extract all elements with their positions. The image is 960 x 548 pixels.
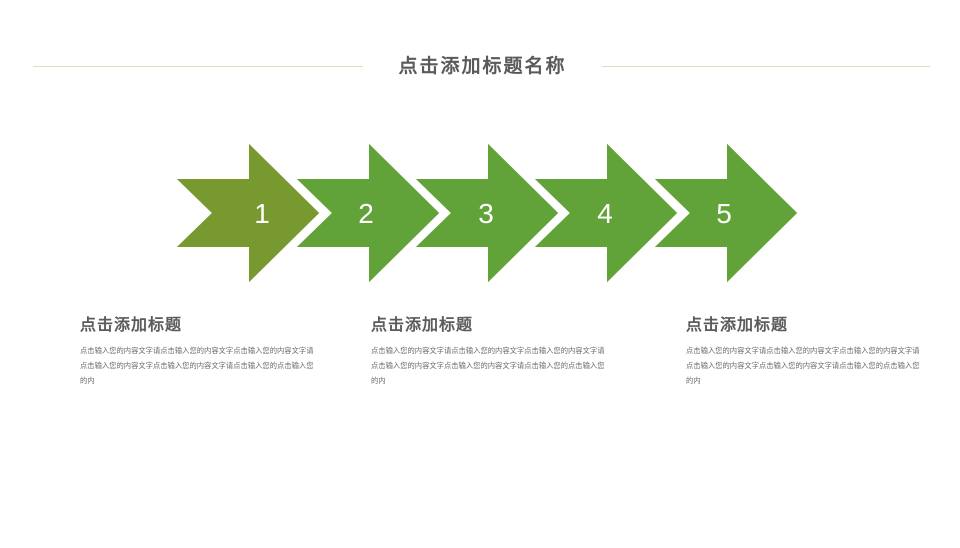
block-heading-2: 点击添加标题 <box>371 315 474 334</box>
block-body-2: 点击输入您的内容文字请点击输入您的内容文字点击输入您的内容文字请点击输入您的内容… <box>371 346 605 385</box>
arrow-shape-2 <box>287 134 445 292</box>
arrow-number-3: 3 <box>478 198 494 229</box>
arrow-step-4: 4 <box>525 134 683 292</box>
arrow-step-5: 5 <box>645 134 803 292</box>
title-divider-right <box>602 66 930 67</box>
block-heading-1: 点击添加标题 <box>80 315 183 334</box>
arrow-number-1: 1 <box>254 198 270 229</box>
block-body-3: 点击输入您的内容文字请点击输入您的内容文字点击输入您的内容文字请点击输入您的内容… <box>686 346 920 385</box>
block-heading-3: 点击添加标题 <box>686 315 789 334</box>
block-body-1: 点击输入您的内容文字请点击输入您的内容文字点击输入您的内容文字请点击输入您的内容… <box>80 346 314 385</box>
title-divider-left <box>33 66 363 67</box>
arrow-number-2: 2 <box>358 198 374 229</box>
page-title: 点击添加标题名称 <box>398 55 567 77</box>
arrow-shape-1 <box>167 134 325 292</box>
arrow-number-4: 4 <box>597 198 613 229</box>
text-block-2: 点击添加标题 点击输入您的内容文字请点击输入您的内容文字点击输入您的内容文字请点… <box>371 313 611 388</box>
arrow-step-3: 3 <box>406 134 564 292</box>
text-block-1: 点击添加标题 点击输入您的内容文字请点击输入您的内容文字点击输入您的内容文字请点… <box>80 313 320 388</box>
arrow-step-2: 2 <box>287 134 445 292</box>
arrow-shape-4 <box>525 134 683 292</box>
arrow-number-5: 5 <box>716 198 732 229</box>
arrow-step-1: 1 <box>167 134 325 292</box>
arrow-shape-3 <box>406 134 564 292</box>
text-block-3: 点击添加标题 点击输入您的内容文字请点击输入您的内容文字点击输入您的内容文字请点… <box>686 313 926 388</box>
arrow-shape-5 <box>645 134 803 292</box>
